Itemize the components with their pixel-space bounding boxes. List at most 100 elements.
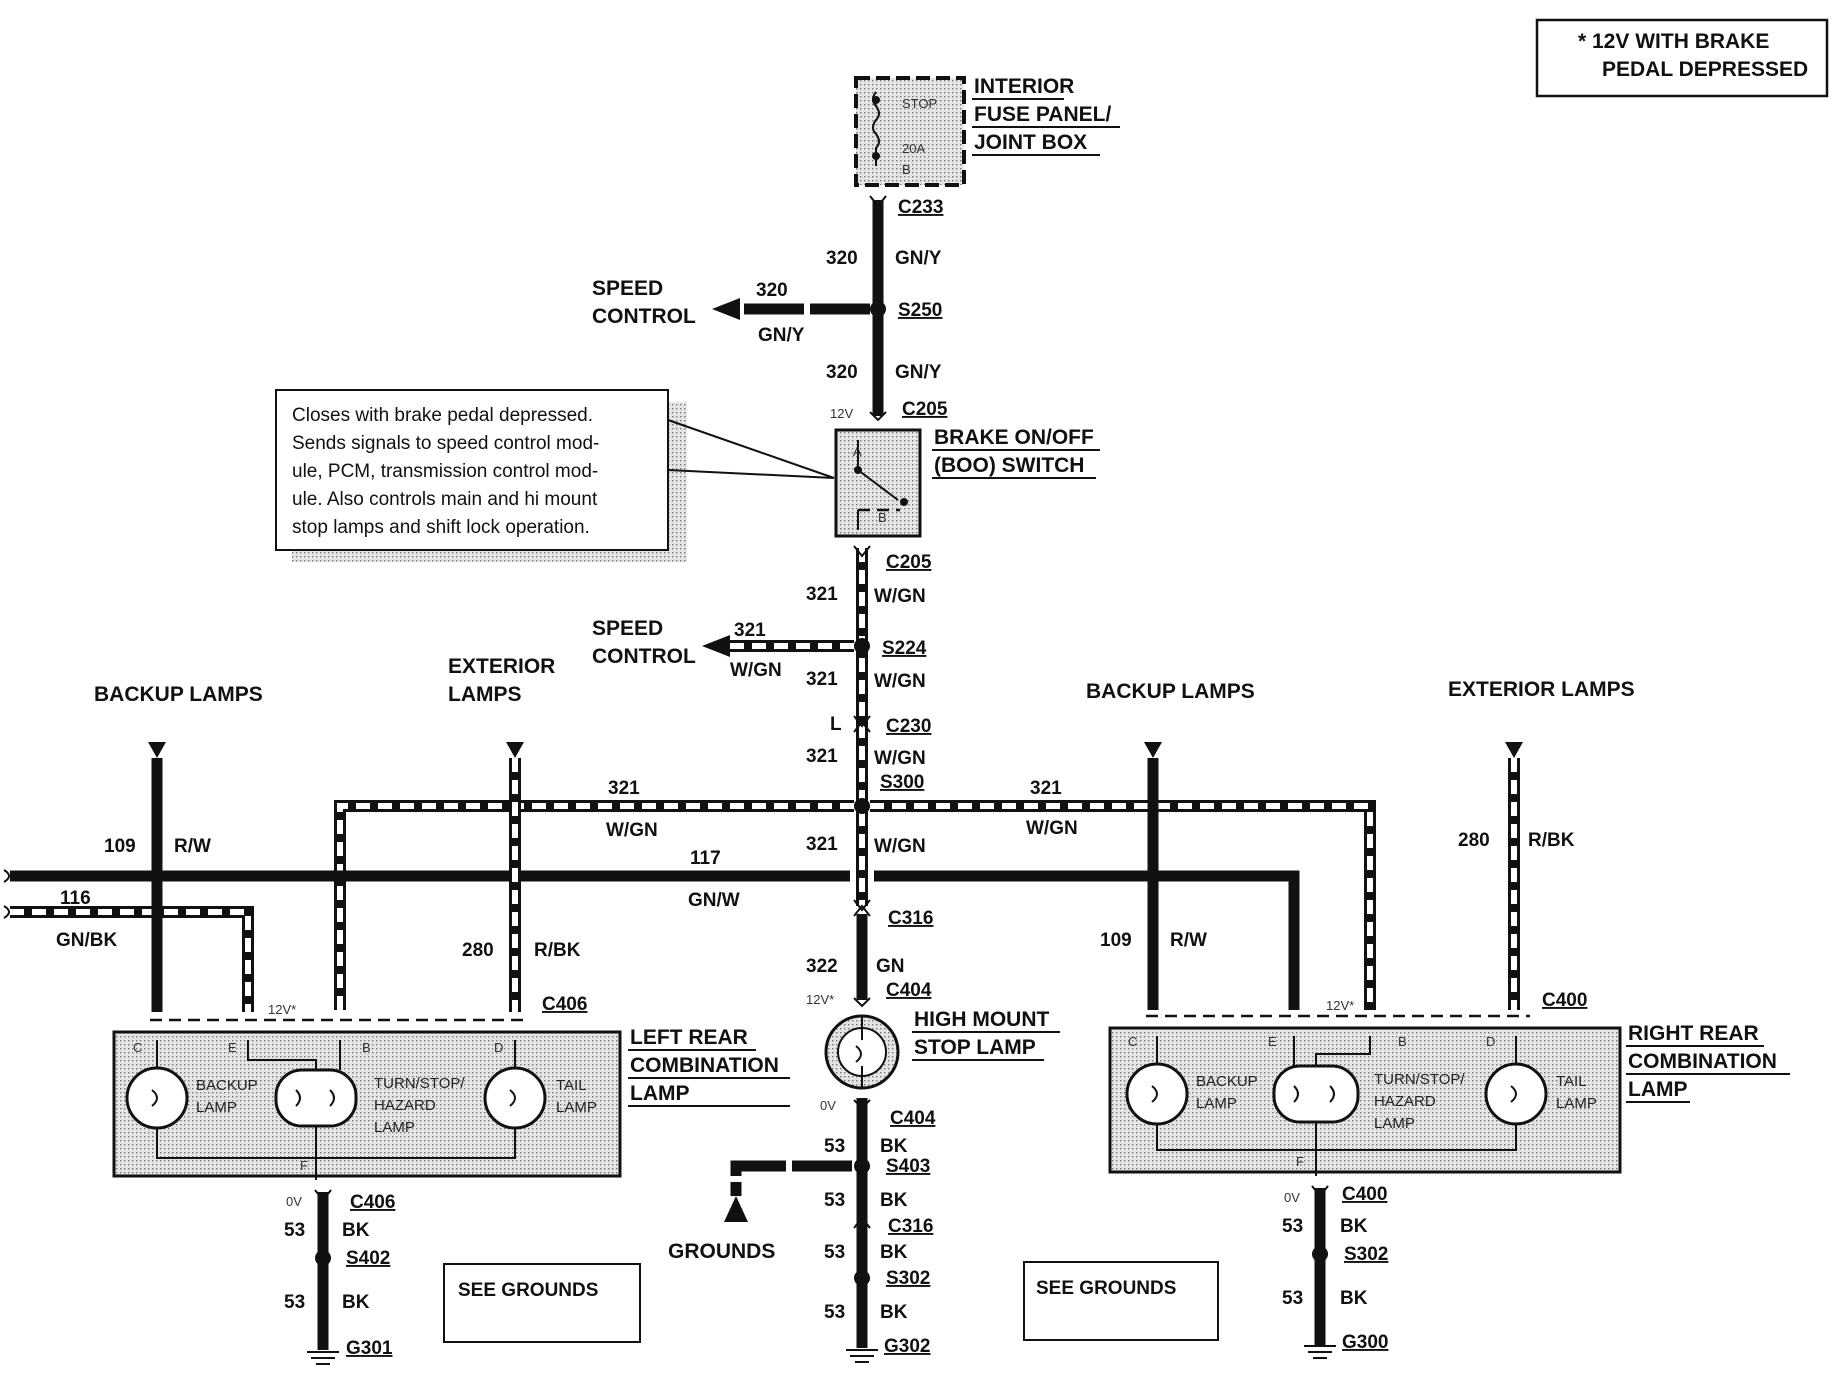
wire-color-bk-l1: BK <box>342 1220 370 1241</box>
right-lamp-label-l3: LAMP <box>1628 1078 1688 1101</box>
connector-c406-bot: C406 <box>350 1192 395 1213</box>
left-turn-text-l1: TURN/STOP/ <box>374 1075 465 1092</box>
note-callout: Closes with brake pedal depressed. Sends… <box>275 389 835 562</box>
left-pin-c: C <box>133 1040 142 1055</box>
wire-number-320-b: 320 <box>826 362 858 383</box>
wire-number-321-right: 321 <box>1030 778 1062 799</box>
connector-s224: S224 <box>882 638 927 659</box>
wire-number-53-l1: 53 <box>284 1220 305 1241</box>
right-turn-text-l2: HAZARD <box>1374 1093 1436 1110</box>
high-mount-label-l1: HIGH MOUNT <box>914 1008 1049 1031</box>
boo-label-l2: (BOO) SWITCH <box>934 454 1084 477</box>
connector-c230: C230 <box>886 716 931 737</box>
wire-116 <box>10 906 254 1012</box>
left-lamp-label-l1: LEFT REAR <box>630 1026 748 1049</box>
ground-icon-g301 <box>307 1351 339 1365</box>
wire-number-320: 320 <box>826 248 858 269</box>
wire-321-left <box>334 800 854 1010</box>
wire-color-gny: GN/Y <box>895 248 942 269</box>
wire-number-116: 116 <box>60 888 91 909</box>
connector-c400-bot: C400 <box>1342 1184 1387 1205</box>
wire-number-321-a: 321 <box>806 584 838 605</box>
note-line2: Sends signals to speed control mod- <box>292 433 599 454</box>
connector-s403: S403 <box>886 1156 930 1177</box>
wire-number-321-left: 321 <box>608 778 640 799</box>
wire-number-53-l2: 53 <box>284 1292 305 1313</box>
wire-number-53-c3: 53 <box>824 1242 845 1263</box>
wire-color-bk-l2: BK <box>342 1292 370 1313</box>
connector-c406-top: C406 <box>542 994 587 1015</box>
left-tail-text-l1: TAIL <box>556 1077 587 1094</box>
wire-number-321-c: 321 <box>806 746 838 767</box>
wire-number-109-left: 109 <box>104 836 136 857</box>
left-turn-text-l3: LAMP <box>374 1119 415 1136</box>
connector-s402: S402 <box>346 1248 390 1269</box>
wire-number-53-r2: 53 <box>1282 1288 1303 1309</box>
wire-color-wgn-b: W/GN <box>874 671 926 692</box>
right-turn-text-l3: LAMP <box>1374 1115 1415 1132</box>
right-pin-c: C <box>1128 1034 1137 1049</box>
connector-c316-bot: C316 <box>888 1216 933 1237</box>
see-grounds-left-box <box>443 1263 641 1343</box>
wire-number-53-c2: 53 <box>824 1190 845 1211</box>
fuse-panel-line1: INTERIOR <box>974 75 1074 98</box>
connector-g302: G302 <box>884 1336 930 1357</box>
wire-color-rbk-right: R/BK <box>1528 830 1575 851</box>
wire-number-320-speed: 320 <box>756 280 788 301</box>
fuse-panel-line3: JOINT BOX <box>974 131 1087 154</box>
wire-number-53-r1: 53 <box>1282 1216 1303 1237</box>
right-lamp-label-l1: RIGHT REAR <box>1628 1022 1759 1045</box>
connector-c404-bot: C404 <box>890 1108 936 1129</box>
wire-color-wgn-a: W/GN <box>874 586 926 607</box>
wire-117-right <box>874 870 1300 1010</box>
note-line3: ule, PCM, transmission control mod- <box>292 461 598 482</box>
wire-color-bk-c3: BK <box>880 1242 908 1263</box>
wire-color-gn: GN <box>876 956 905 977</box>
note-line4: ule. Also controls main and hi mount <box>292 489 598 510</box>
wire-number-321-d: 321 <box>806 834 838 855</box>
wire-color-wgn-right: W/GN <box>1026 818 1078 839</box>
right-backup-text-l1: BACKUP <box>1196 1073 1258 1090</box>
pin-l: L <box>830 714 842 735</box>
voltage-12v: 12V <box>830 406 853 421</box>
connector-g301: G301 <box>346 1338 393 1359</box>
wire-color-rw-left: R/W <box>174 836 211 857</box>
speed-control-mid-l1: SPEED <box>592 617 663 640</box>
connector-g300: G300 <box>1342 1332 1388 1353</box>
wire-color-wgn-d: W/GN <box>874 836 926 857</box>
left-backup-text-l1: BACKUP <box>196 1077 258 1094</box>
right-pin-d: D <box>1486 1034 1495 1049</box>
left-pin-d: D <box>494 1040 503 1055</box>
right-backup-text-l2: LAMP <box>1196 1095 1237 1112</box>
wire-color-bk-c2: BK <box>880 1190 908 1211</box>
speed-control-mid-l2: CONTROL <box>592 645 696 668</box>
voltage-0v-left: 0V <box>286 1194 302 1209</box>
voltage-0v-right: 0V <box>1284 1190 1300 1205</box>
legend-line1: * 12V WITH BRAKE <box>1578 30 1769 53</box>
splice-s402 <box>315 1250 331 1266</box>
right-turn-text-l1: TURN/STOP/ <box>1374 1071 1465 1088</box>
wire-color-rbk-left: R/BK <box>534 940 581 961</box>
connector-c205-top: C205 <box>902 399 948 420</box>
splice-s302-right <box>1312 1246 1328 1262</box>
wire-number-117: 117 <box>690 848 721 869</box>
connector-s302-right: S302 <box>1344 1244 1388 1265</box>
right-pin-f: F <box>1296 1154 1304 1169</box>
wire-number-53-c4: 53 <box>824 1302 845 1323</box>
connector-c205-bot: C205 <box>886 552 932 573</box>
splice-s302-center <box>854 1270 870 1286</box>
right-turn-bulb <box>1272 1064 1360 1124</box>
boo-pin-b: B <box>878 510 887 525</box>
boo-switch: A B BRAKE ON/OFF (BOO) SWITCH <box>834 426 1100 538</box>
high-mount-label-l2: STOP LAMP <box>914 1036 1036 1059</box>
wire-grounds-branch <box>730 1160 852 1196</box>
wire-color-rw-right: R/W <box>1170 930 1207 951</box>
left-pin-e: E <box>228 1040 237 1055</box>
wire-color-bk-c1: BK <box>880 1136 908 1157</box>
fuse-panel-line2: FUSE PANEL/ <box>974 103 1111 126</box>
speed-control-top-l1: SPEED <box>592 277 663 300</box>
interior-fuse-panel: STOP 20A B INTERIOR FUSE PANEL/ JOINT BO… <box>854 75 1120 187</box>
left-pin-f: F <box>300 1158 308 1173</box>
high-mount-stop-lamp <box>824 1014 900 1090</box>
